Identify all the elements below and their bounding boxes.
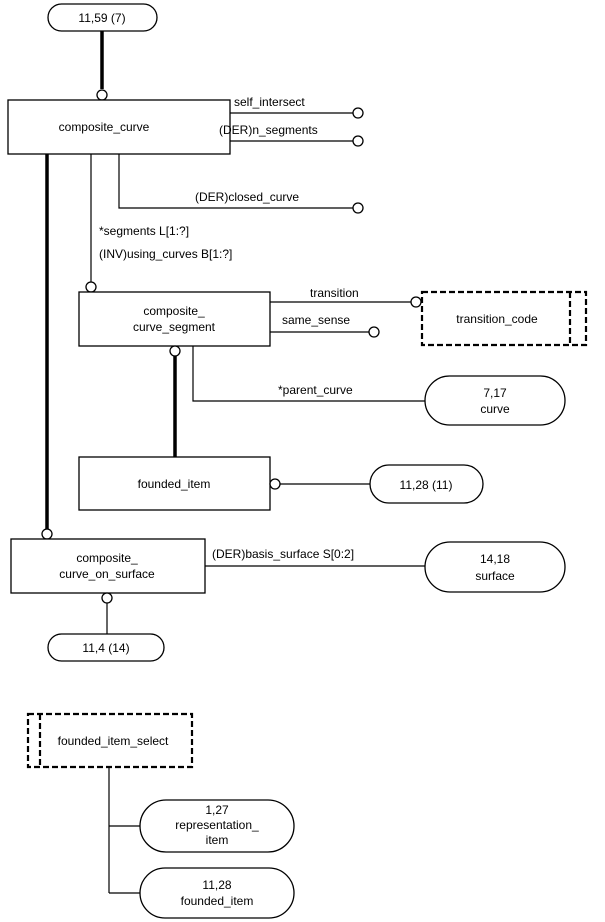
ref-11-28-label: 11,28 (11) — [400, 478, 453, 492]
entity-composite-curve — [7, 99, 231, 155]
supertype-circle-founded-item — [269, 478, 281, 490]
ref-7-17-box — [424, 375, 566, 426]
attr-line-parent-curve — [192, 346, 425, 402]
ref-7-17-label-line1: 7,17 — [483, 386, 507, 400]
supertype-circle-segment — [169, 345, 181, 357]
type-transition-code-label: transition_code — [456, 312, 538, 326]
entity-composite-curve-label: composite_curve — [59, 120, 150, 134]
ref-11-59-label: 11,59 (7) — [78, 11, 125, 25]
attr-label-transition: transition — [310, 286, 359, 300]
attr-circle-transition — [410, 296, 422, 308]
attr-label-self-intersect: self_intersect — [234, 95, 305, 109]
attr-label-basis-surface: (DER)basis_surface S[0:2] — [212, 547, 354, 561]
ref-14-18-box — [424, 541, 566, 593]
ref-14-18-label-line1: 14,18 — [480, 552, 510, 566]
ref-11-4-box — [47, 633, 165, 662]
ref-14-18-label-line2: surface — [475, 569, 515, 583]
ref-11-4-label: 11,4 (14) — [82, 641, 129, 655]
attr-label-same-sense: same_sense — [282, 313, 350, 327]
type-transition-code — [420, 290, 588, 347]
attr-label-segments: *segments L[1:?] — [99, 224, 189, 238]
entity-composite-curve-segment-label-line1: composite_ — [143, 304, 205, 318]
ref-11-28-box — [369, 464, 484, 504]
attr-label-parent-curve: *parent_curve — [278, 383, 353, 397]
ref-1-27-box — [139, 799, 295, 853]
entity-composite-curve-on-surface — [10, 538, 206, 594]
attr-line-closed-curve — [118, 154, 353, 209]
entity-composite-curve-segment-label-line2: curve_segment — [133, 320, 216, 334]
attr-circle-closed-curve — [352, 202, 364, 214]
attr-label-using-curves: (INV)using_curves B[1:?] — [99, 247, 232, 261]
ref-11-28b-label-line2: founded_item — [181, 894, 254, 908]
entity-founded-item — [78, 456, 271, 511]
ref-11-28b-label-line1: 11,28 — [202, 878, 231, 892]
entity-composite-curve-on-surface-label-line2: curve_on_surface — [59, 567, 155, 581]
ref-1-27-label-line1: 1,27 — [205, 803, 229, 817]
ref-1-27-label-line2: representation_ — [175, 818, 259, 832]
ref-7-17-label-line2: curve — [480, 402, 510, 416]
entity-composite-curve-segment — [78, 291, 271, 347]
attr-label-n-segments: (DER)n_segments — [219, 123, 318, 137]
supertype-circle-composite-curve-on-surface — [41, 528, 53, 540]
attr-circle-n-segments — [352, 135, 364, 147]
supertype-circle-curve-on-surface — [101, 592, 113, 604]
attr-circle-self-intersect — [352, 107, 364, 119]
entity-composite-curve-on-surface-label-line1: composite_ — [76, 551, 138, 565]
supertype-circle — [96, 89, 108, 101]
ref-1-27-label-line3: item — [206, 833, 229, 847]
type-founded-item-select — [26, 712, 194, 769]
attr-circle-same-sense — [368, 326, 380, 338]
ref-11-28b-box — [139, 867, 295, 919]
attr-circle-segments — [85, 281, 97, 293]
entity-founded-item-label: founded_item — [138, 477, 211, 491]
type-founded-item-select-label: founded_item_select — [58, 734, 169, 748]
attr-label-closed-curve: (DER)closed_curve — [195, 190, 299, 204]
